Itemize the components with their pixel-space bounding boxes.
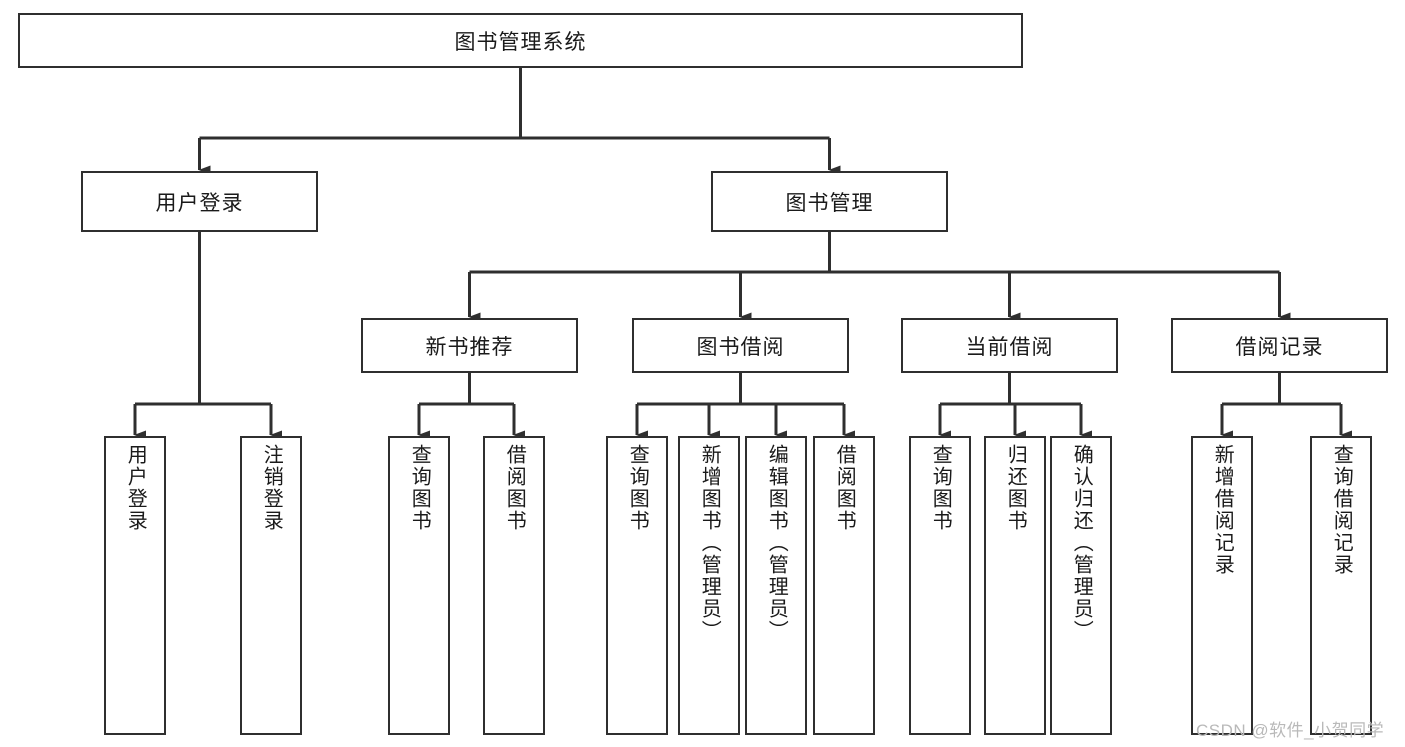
node-book-borrow[interactable]: 图书借阅 — [632, 318, 849, 373]
csdn-watermark: CSDN @软件_小贺同学 — [1196, 721, 1385, 740]
node-user-login[interactable]: 用户登录 — [81, 171, 318, 232]
node-label-root: 图书管理系统 — [454, 30, 587, 54]
node-root[interactable]: 图书管理系统 — [18, 13, 1023, 68]
node-leaf-query-borrow-record[interactable]: 查询借阅记录 — [1310, 436, 1372, 735]
node-leaf-user-login[interactable]: 用户登录 — [104, 436, 166, 735]
node-label-user-login: 用户登录 — [155, 191, 244, 215]
node-label-new-book-recommend: 新书推荐 — [425, 335, 514, 359]
node-new-book-recommend[interactable]: 新书推荐 — [361, 318, 578, 373]
node-label-leaf-confirm-return: 确认归还（管理员） — [1070, 444, 1093, 642]
node-label-leaf-query-book-borrow: 查询图书 — [626, 444, 649, 532]
node-leaf-add-book[interactable]: 新增图书（管理员） — [678, 436, 740, 735]
node-label-leaf-borrow-book: 借阅图书 — [833, 444, 856, 532]
node-label-current-borrow: 当前借阅 — [965, 335, 1054, 359]
node-leaf-add-borrow-record[interactable]: 新增借阅记录 — [1191, 436, 1253, 735]
node-leaf-confirm-return[interactable]: 确认归还（管理员） — [1050, 436, 1112, 735]
node-label-book-borrow: 图书借阅 — [696, 335, 785, 359]
node-leaf-borrow-book[interactable]: 借阅图书 — [813, 436, 875, 735]
node-label-book-manage: 图书管理 — [785, 191, 874, 215]
node-label-leaf-query-book-current: 查询图书 — [929, 444, 952, 532]
node-label-leaf-user-login: 用户登录 — [124, 444, 147, 532]
node-label-leaf-return-book: 归还图书 — [1004, 444, 1027, 532]
node-label-leaf-user-logout: 注销登录 — [260, 444, 283, 532]
node-label-leaf-add-borrow-record: 新增借阅记录 — [1211, 444, 1234, 576]
node-label-borrow-record: 借阅记录 — [1235, 335, 1324, 359]
node-label-leaf-add-book: 新增图书（管理员） — [698, 444, 721, 642]
node-leaf-return-book[interactable]: 归还图书 — [984, 436, 1046, 735]
node-current-borrow[interactable]: 当前借阅 — [901, 318, 1118, 373]
node-borrow-record[interactable]: 借阅记录 — [1171, 318, 1388, 373]
node-label-leaf-borrow-book-recommend: 借阅图书 — [503, 444, 526, 532]
node-leaf-query-book-current[interactable]: 查询图书 — [909, 436, 971, 735]
node-label-leaf-query-book-recommend: 查询图书 — [408, 444, 431, 532]
node-leaf-borrow-book-recommend[interactable]: 借阅图书 — [483, 436, 545, 735]
node-leaf-user-logout[interactable]: 注销登录 — [240, 436, 302, 735]
node-label-leaf-edit-book: 编辑图书（管理员） — [765, 444, 788, 642]
node-label-leaf-query-borrow-record: 查询借阅记录 — [1330, 444, 1353, 576]
node-leaf-query-book-borrow[interactable]: 查询图书 — [606, 436, 668, 735]
node-book-manage[interactable]: 图书管理 — [711, 171, 948, 232]
node-leaf-query-book-recommend[interactable]: 查询图书 — [388, 436, 450, 735]
node-leaf-edit-book[interactable]: 编辑图书（管理员） — [745, 436, 807, 735]
